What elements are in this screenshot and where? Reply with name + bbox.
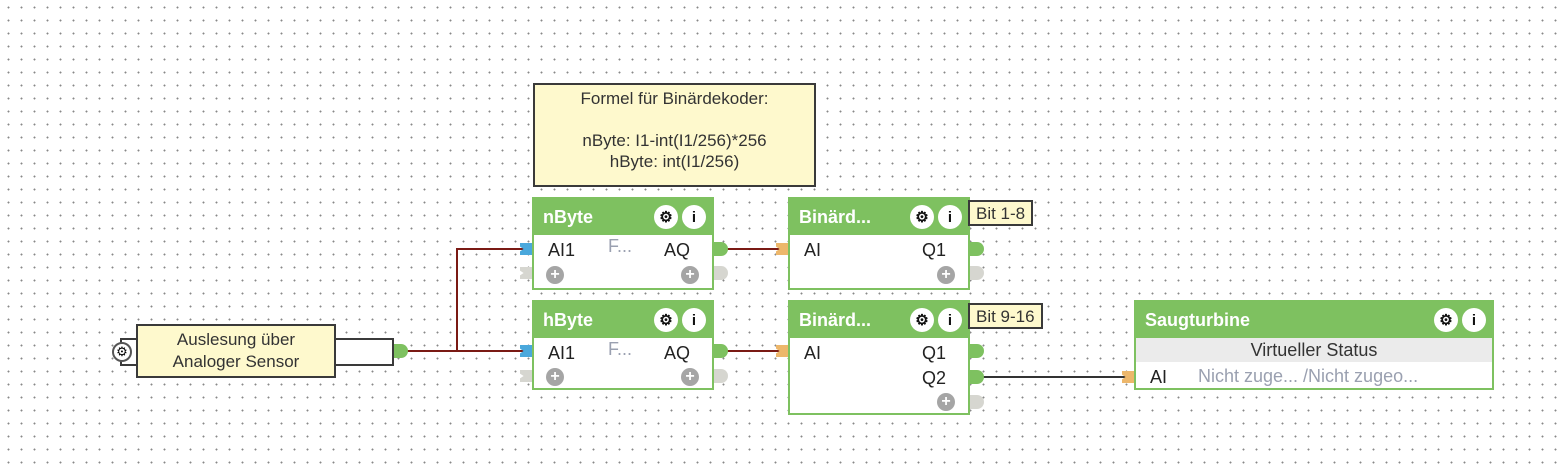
info-icon[interactable]: i bbox=[938, 205, 962, 229]
block-header[interactable]: Binärd... ⚙ i bbox=[790, 302, 968, 338]
formula-label[interactable]: F... bbox=[608, 339, 633, 359]
info-icon[interactable]: i bbox=[682, 308, 706, 332]
output-port[interactable] bbox=[714, 242, 728, 256]
decoder2-tag[interactable]: Bit 9-16 bbox=[968, 303, 1043, 329]
input-port[interactable] bbox=[1122, 371, 1134, 383]
gear-icon[interactable]: ⚙ bbox=[910, 205, 934, 229]
output-port-q2[interactable] bbox=[970, 370, 984, 384]
status-label: Virtueller Status bbox=[1136, 338, 1492, 362]
input-port[interactable] bbox=[520, 345, 532, 357]
gear-icon[interactable]: ⚙ bbox=[1434, 308, 1458, 332]
add-input-icon[interactable]: + bbox=[546, 368, 564, 386]
status-value: Nicht zuge... /Nicht zugeo... bbox=[1198, 366, 1419, 386]
block-hbyte[interactable]: hByte ⚙ i AI1 F... AQ + + bbox=[532, 300, 714, 390]
decoder1-tag[interactable]: Bit 1-8 bbox=[968, 200, 1034, 226]
output-port-empty[interactable] bbox=[970, 266, 984, 280]
block-title: Binärd... bbox=[799, 310, 872, 330]
input-port[interactable] bbox=[776, 345, 788, 357]
info-icon[interactable]: i bbox=[1462, 308, 1486, 332]
sensor-output-port[interactable] bbox=[394, 344, 408, 358]
input-label: AI1 bbox=[548, 240, 576, 260]
input-label: AI bbox=[804, 240, 822, 260]
input-port[interactable] bbox=[520, 243, 532, 255]
output-label-q2: Q2 bbox=[922, 368, 947, 388]
block-binary-decoder-1[interactable]: Binärd... ⚙ i AI Q1 + bbox=[788, 197, 970, 290]
block-nbyte[interactable]: nByte ⚙ i AI1 F... AQ + + bbox=[532, 197, 714, 290]
add-output-icon[interactable]: + bbox=[681, 266, 699, 284]
output-label-q1: Q1 bbox=[922, 240, 947, 260]
add-output-icon[interactable]: + bbox=[681, 368, 699, 386]
add-output-icon[interactable]: + bbox=[937, 393, 955, 411]
output-port[interactable] bbox=[970, 242, 984, 256]
gear-icon[interactable]: ⚙ bbox=[112, 342, 132, 362]
output-port-q1[interactable] bbox=[970, 344, 984, 358]
block-saugturbine[interactable]: Saugturbine ⚙ i Virtueller Status AI Nic… bbox=[1134, 300, 1494, 390]
input-label: AI1 bbox=[548, 343, 576, 363]
add-output-icon[interactable]: + bbox=[937, 266, 955, 284]
output-label: AQ bbox=[664, 343, 691, 363]
block-header[interactable]: nByte ⚙ i bbox=[534, 199, 712, 235]
block-header[interactable]: hByte ⚙ i bbox=[534, 302, 712, 338]
input-label: AI bbox=[1150, 367, 1168, 387]
block-binary-decoder-2[interactable]: Binärd... ⚙ i AI Q1 Q2 + bbox=[788, 300, 970, 415]
block-header[interactable]: Saugturbine ⚙ i bbox=[1136, 302, 1492, 338]
input-label: AI bbox=[804, 343, 822, 363]
formula-label[interactable]: F... bbox=[608, 236, 633, 256]
info-icon[interactable]: i bbox=[682, 205, 706, 229]
block-title: Binärd... bbox=[799, 207, 872, 227]
gear-icon[interactable]: ⚙ bbox=[654, 205, 678, 229]
gear-icon[interactable]: ⚙ bbox=[654, 308, 678, 332]
formula-comment[interactable]: Formel für Binärdekoder: nByte: I1-int(I… bbox=[533, 83, 816, 187]
block-title: nByte bbox=[543, 207, 594, 227]
output-label-q1: Q1 bbox=[922, 343, 947, 363]
input-port[interactable] bbox=[776, 243, 788, 255]
add-input-icon[interactable]: + bbox=[546, 266, 564, 284]
block-header[interactable]: Binärd... ⚙ i bbox=[790, 199, 968, 235]
input-port-empty[interactable] bbox=[520, 370, 532, 382]
output-port[interactable] bbox=[714, 344, 728, 358]
wire-sensor-to-nbyte[interactable] bbox=[406, 248, 525, 352]
input-port-empty[interactable] bbox=[520, 267, 532, 279]
sensor-label[interactable]: Auslesung über Analoger Sensor bbox=[136, 324, 336, 378]
block-title: hByte bbox=[543, 310, 594, 330]
block-title: Saugturbine bbox=[1145, 310, 1251, 330]
output-port-empty[interactable] bbox=[714, 369, 728, 383]
output-port-empty[interactable] bbox=[714, 266, 728, 280]
output-port-empty[interactable] bbox=[970, 395, 984, 409]
info-icon[interactable]: i bbox=[938, 308, 962, 332]
output-label: AQ bbox=[664, 240, 691, 260]
gear-icon[interactable]: ⚙ bbox=[910, 308, 934, 332]
